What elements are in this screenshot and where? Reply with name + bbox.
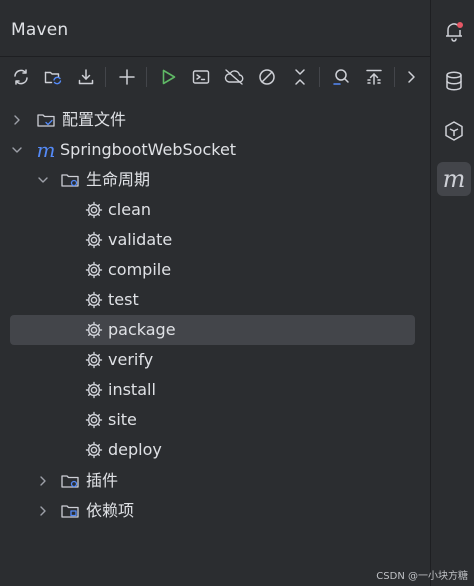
tree-node-label: package xyxy=(108,320,176,339)
tree-node-label: 生命周期 xyxy=(86,170,151,189)
gear-icon xyxy=(84,350,104,370)
toolbar-separator xyxy=(394,67,395,87)
skip-tests-icon xyxy=(259,69,275,85)
analyze-dependencies-button[interactable] xyxy=(328,64,354,90)
tree-node-goal-test[interactable]: test xyxy=(10,285,415,315)
show-settings-icon xyxy=(366,69,382,85)
tree-node-lifecycle[interactable]: 生命周期 xyxy=(10,165,415,195)
tree-node-label: 插件 xyxy=(86,471,119,490)
gear-icon xyxy=(84,320,104,340)
analyze-dependencies-icon xyxy=(333,69,349,85)
maven-tool-button[interactable]: m xyxy=(437,162,471,196)
maven-tool-window: Maven xyxy=(0,20,430,526)
maven-project-icon: m xyxy=(36,138,56,162)
gear-icon xyxy=(84,200,104,220)
more-actions-button[interactable] xyxy=(398,64,424,90)
tree-node-plugins[interactable]: 插件 xyxy=(10,466,415,496)
tree-node-label: SpringbootWebSocket xyxy=(60,140,237,159)
ai-assistant-button[interactable] xyxy=(437,114,471,148)
toolbar-separator xyxy=(319,67,320,87)
offline-mode-button[interactable] xyxy=(221,64,247,90)
download-button[interactable] xyxy=(73,64,99,90)
tree-node-goal-compile[interactable]: compile xyxy=(10,255,415,285)
tree-node-label: verify xyxy=(108,350,154,369)
collapse-all-icon xyxy=(295,69,305,85)
tree-node-goal-package[interactable]: package xyxy=(10,315,415,345)
execute-goal-icon xyxy=(192,70,210,84)
reload-button[interactable] xyxy=(8,64,34,90)
generate-sources-button[interactable] xyxy=(40,64,66,90)
tree-node-label: 依赖项 xyxy=(86,501,135,520)
tree-node-config-files[interactable]: 配置文件 xyxy=(10,105,415,135)
toolbar-separator xyxy=(146,67,147,87)
right-tool-strip: m xyxy=(431,0,474,586)
tree-node-label: 配置文件 xyxy=(62,110,127,129)
gear-icon xyxy=(84,290,104,310)
skip-tests-button[interactable] xyxy=(254,64,280,90)
gear-icon xyxy=(84,230,104,250)
tree-node-goal-validate[interactable]: validate xyxy=(10,225,415,255)
tree-node-goal-verify[interactable]: verify xyxy=(10,345,415,375)
chevron-down-icon[interactable] xyxy=(36,173,50,187)
toolbar-separator xyxy=(105,67,106,87)
generate-sources-icon xyxy=(44,71,62,85)
ai-assistant-icon xyxy=(445,121,463,141)
watermark: CSDN @一小块方糖 xyxy=(376,571,468,582)
tree-node-goal-deploy[interactable]: deploy xyxy=(10,435,415,465)
tree-node-label: clean xyxy=(108,200,152,219)
chevron-right-icon[interactable] xyxy=(36,504,50,518)
tree-node-project[interactable]: m SpringbootWebSocket xyxy=(10,135,415,165)
tree-node-label: validate xyxy=(108,230,173,249)
maven-toolbar xyxy=(0,60,430,94)
tree-node-label: install xyxy=(108,380,156,399)
gear-icon xyxy=(84,410,104,430)
tree-node-goal-install[interactable]: install xyxy=(10,375,415,405)
collapse-all-button[interactable] xyxy=(287,64,313,90)
maven-icon: m xyxy=(442,165,466,193)
plugins-folder-icon xyxy=(60,471,80,491)
lifecycle-folder-icon xyxy=(60,170,80,190)
add-button[interactable] xyxy=(114,64,140,90)
reload-icon xyxy=(14,69,28,85)
config-folder-icon xyxy=(36,110,56,130)
panel-divider xyxy=(430,0,431,586)
tree-node-label: deploy xyxy=(108,440,162,459)
notifications-button[interactable] xyxy=(437,14,471,48)
run-icon xyxy=(162,69,176,85)
offline-icon xyxy=(224,69,244,85)
execute-goal-button[interactable] xyxy=(188,64,214,90)
more-icon xyxy=(408,71,415,83)
database-icon xyxy=(446,71,462,91)
run-button[interactable] xyxy=(155,64,181,90)
gear-icon xyxy=(84,440,104,460)
add-icon xyxy=(119,69,135,85)
tree-node-goal-site[interactable]: site xyxy=(10,405,415,435)
gear-icon xyxy=(84,380,104,400)
dependencies-folder-icon xyxy=(60,501,80,521)
gear-icon xyxy=(84,260,104,280)
notifications-icon xyxy=(446,22,463,42)
download-icon xyxy=(78,69,94,85)
tree-node-goal-clean[interactable]: clean xyxy=(10,195,415,225)
tree-node-dependencies[interactable]: 依赖项 xyxy=(10,496,415,526)
tree-node-label: compile xyxy=(108,260,172,279)
panel-title: Maven xyxy=(11,20,69,40)
chevron-right-icon[interactable] xyxy=(10,113,24,127)
chevron-right-icon[interactable] xyxy=(36,474,50,488)
show-settings-button[interactable] xyxy=(361,64,387,90)
tree-node-label: site xyxy=(108,410,137,429)
title-divider xyxy=(0,56,430,57)
chevron-down-icon[interactable] xyxy=(10,143,24,157)
database-button[interactable] xyxy=(437,64,471,98)
tree-node-label: test xyxy=(108,290,139,309)
